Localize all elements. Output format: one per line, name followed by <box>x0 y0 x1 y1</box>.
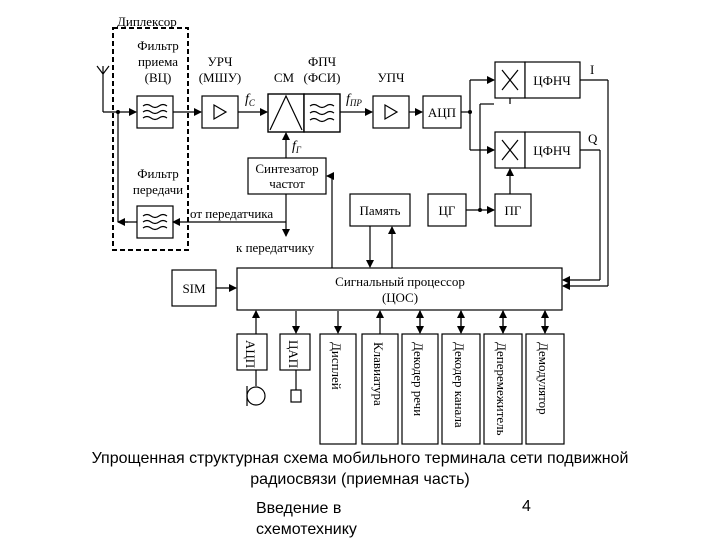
phase-shifter-block <box>494 193 532 227</box>
diplexer-label: Диплексор <box>117 14 177 29</box>
amplifier-icon <box>213 103 228 121</box>
keyboard-block <box>361 333 399 445</box>
lpf-q-label: ЦФНЧ <box>533 143 571 158</box>
display-label: Дисплей <box>329 342 344 390</box>
clock-label: ЦГ <box>439 203 456 218</box>
demodulator-label: Демодулятор <box>536 342 551 415</box>
synthesizer-label-1: Синтезатор <box>255 161 318 176</box>
channel-decoder-label: Декодер канала <box>452 342 467 428</box>
dsp-block <box>236 267 563 311</box>
caption-line-1: Упрощенная структурная схема мобильного … <box>91 450 629 467</box>
fif-label: fПР <box>346 92 362 108</box>
rx-filter-wave-icon <box>142 103 168 121</box>
block-diagram: Диплексор Фильтр приема (ВЦ) Фильтр пере… <box>96 14 609 445</box>
demodulator-block <box>525 333 565 445</box>
fg-label: fГ <box>292 139 302 155</box>
mixer-filter-label-2: (ФСИ) <box>304 70 341 85</box>
multiply-icon <box>501 139 519 161</box>
dac-small-block <box>279 333 311 371</box>
tx-filter-wave-icon <box>142 213 168 231</box>
memory-label: Память <box>360 203 401 218</box>
phase-shifter-label: ПГ <box>505 203 522 218</box>
synthesizer-label-2: частот <box>269 176 305 191</box>
memory-block <box>349 193 411 227</box>
display-block <box>319 333 357 445</box>
multiply-icon <box>501 69 519 91</box>
fc-label: fC <box>245 92 256 108</box>
speech-decoder-label: Декодер речи <box>411 342 426 416</box>
deinterleaver-block <box>483 333 523 445</box>
channel-decoder-block <box>441 333 481 445</box>
to-tx-label: к передатчику <box>236 240 315 255</box>
dac-small-label: ЦАП <box>286 340 301 368</box>
figure-caption: Упрощенная структурная схема мобильного … <box>0 448 720 490</box>
lna-label-1: УРЧ <box>208 54 233 69</box>
rx-filter-label-2: приема <box>138 54 178 69</box>
tx-filter-label-1: Фильтр <box>137 166 179 181</box>
diplexer-box <box>112 27 189 251</box>
lpf-i-label: ЦФНЧ <box>533 73 571 88</box>
mixer-triangle-icon <box>269 94 303 131</box>
from-tx-label: от передатчика <box>190 206 273 221</box>
lna-label-2: (МШУ) <box>199 70 242 85</box>
tx-filter-label-2: передачи <box>133 182 183 197</box>
adc-small-label: АЦП <box>243 340 258 368</box>
if-filter-wave-icon <box>309 103 335 123</box>
mixer-block <box>267 93 305 133</box>
synthesizer-block <box>247 157 327 195</box>
page-number: 4 <box>522 498 531 515</box>
mixer-label: СМ <box>274 70 295 85</box>
keyboard-label: Клавиатура <box>371 342 386 406</box>
lna-block <box>201 95 239 129</box>
speaker-icon <box>290 389 302 403</box>
mixer-filter-label-1: ФПЧ <box>308 54 337 69</box>
rx-filter-block <box>136 95 174 129</box>
speech-decoder-block <box>401 333 439 445</box>
if-amplifier-icon <box>384 103 399 121</box>
lpf-q-block <box>524 131 581 169</box>
adc-label: АЦП <box>428 105 456 120</box>
deinterleaver-label: Деперемежитель <box>494 342 509 436</box>
output-q-label: Q <box>588 131 598 146</box>
output-i-label: I <box>590 62 594 77</box>
if-amp-block <box>372 95 410 129</box>
caption-line-2: радиосвязи (приемная часть) <box>250 471 470 488</box>
clock-block <box>427 193 467 227</box>
adc-small-block <box>236 333 268 371</box>
if-amp-label: УПЧ <box>377 70 405 85</box>
rx-filter-label-1: Фильтр <box>137 38 179 53</box>
lpf-i-block <box>524 61 581 99</box>
footer-course: Введение в схемотехнику <box>256 500 357 538</box>
if-filter-block <box>303 93 341 133</box>
dsp-label-2: (ЦОС) <box>382 290 418 305</box>
microphone-icon <box>246 386 266 406</box>
rx-filter-label-3: (ВЦ) <box>145 70 172 85</box>
dsp-label-1: Сигнальный процессор <box>335 274 465 289</box>
tx-filter-block <box>136 205 174 239</box>
antenna-icon <box>96 65 110 112</box>
sim-label: SIM <box>182 281 206 296</box>
